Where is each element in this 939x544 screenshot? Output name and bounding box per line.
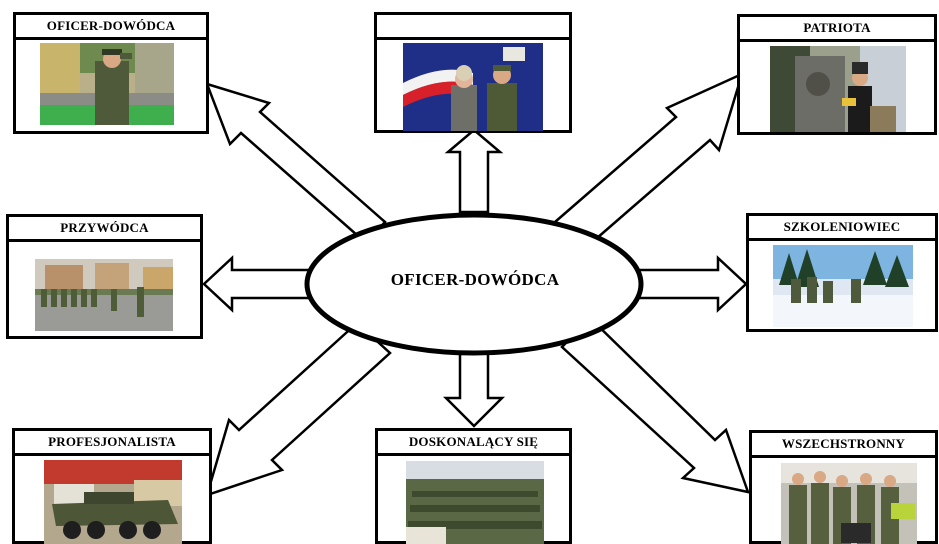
node-title: SZKOLENIOWIEC — [749, 216, 935, 241]
node-title: PATRIOTA — [740, 17, 934, 42]
photo-officer-saluting — [40, 43, 174, 125]
photo-officers-with-flag — [403, 43, 543, 131]
node-leader: PRZYWÓDCA — [6, 214, 203, 339]
arrow-up-left — [204, 82, 387, 245]
photo-honor-guard-monument — [770, 46, 906, 132]
arrow-up — [444, 128, 504, 214]
arrow-down-left — [205, 321, 392, 497]
node-self-improving: DOSKONALĄCY SIĘ — [375, 428, 572, 544]
photo-soldiers-group — [781, 463, 917, 544]
photo-winter-training — [773, 245, 913, 327]
node-title: DOSKONALĄCY SIĘ — [378, 431, 569, 456]
node-officers-flag — [374, 12, 572, 133]
node-trainer: SZKOLENIOWIEC — [746, 213, 938, 332]
arrow-left — [202, 255, 317, 313]
arrow-right — [633, 255, 748, 313]
node-title — [377, 15, 569, 40]
photo-armored-vehicle — [44, 460, 182, 544]
node-title: PRZYWÓDCA — [9, 217, 200, 242]
node-professional: PROFESJONALISTA — [12, 428, 212, 544]
photo-soldiers-marching — [35, 259, 173, 331]
node-versatile: WSZECHSTRONNY — [749, 430, 938, 544]
node-title: PROFESJONALISTA — [15, 431, 209, 456]
node-officer-commander: OFICER-DOWÓDCA — [13, 12, 209, 134]
node-title: OFICER-DOWÓDCA — [16, 15, 206, 40]
node-patriot: PATRIOTA — [737, 14, 937, 135]
node-title: WSZECHSTRONNY — [752, 433, 935, 458]
center-label: OFICER-DOWÓDCA — [390, 270, 560, 289]
photo-lecture-hall — [406, 461, 544, 544]
arrow-up-right — [552, 71, 744, 247]
arrow-down-right — [560, 316, 750, 494]
center-ellipse — [304, 212, 644, 356]
